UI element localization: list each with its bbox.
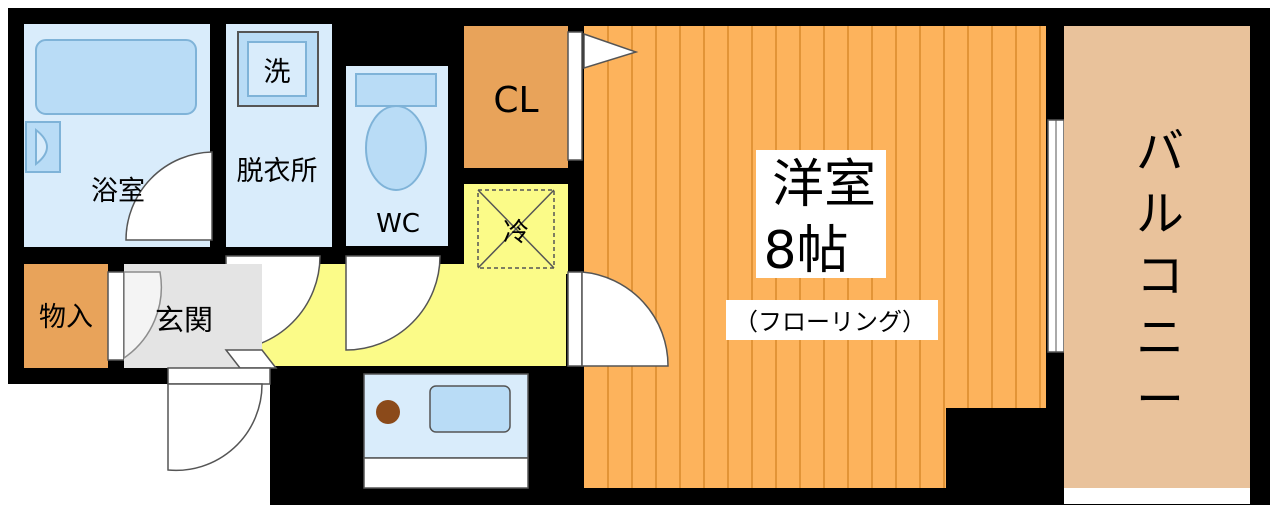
bath-drain xyxy=(35,127,48,167)
dressing-label: 脱衣所 xyxy=(237,156,318,187)
storage-label: 物入 xyxy=(39,302,93,333)
bath-door-swing xyxy=(125,151,213,241)
room-title-box xyxy=(756,150,886,278)
room-door-swing xyxy=(581,271,669,367)
bathtub xyxy=(35,39,197,115)
western-room-label: 洋室 xyxy=(772,155,876,215)
toilet-bowl xyxy=(365,105,427,191)
entrance-step xyxy=(224,349,278,369)
bath-label: 浴室 xyxy=(91,176,145,207)
kitchen-sink xyxy=(429,385,511,433)
entrance-label: 玄関 xyxy=(155,303,213,337)
storage-closet xyxy=(24,264,108,368)
storage-door xyxy=(107,271,125,361)
front-door-frame xyxy=(167,367,271,385)
kitchen-base xyxy=(363,457,529,489)
flooring-label-box xyxy=(726,300,938,340)
closet-door-swing xyxy=(583,32,639,70)
western-room-lower-floor xyxy=(584,408,946,488)
front-door-swing xyxy=(167,383,263,472)
stove-burner xyxy=(376,400,400,424)
flooring-label: （フローリング） xyxy=(734,308,926,336)
toilet-tank xyxy=(355,73,437,107)
washer-label: 洗 xyxy=(264,57,291,88)
fridge-label: 冷 xyxy=(503,218,529,248)
wc-door-swing xyxy=(345,255,441,351)
balcony-label: バルコニー xyxy=(1136,124,1184,428)
fridge-cross-b xyxy=(477,189,555,269)
closet-label: CL xyxy=(493,80,538,121)
western-size-label: 8帖 xyxy=(763,221,848,281)
balcony xyxy=(1064,26,1250,488)
washer-drum xyxy=(247,41,307,97)
closet xyxy=(464,26,568,168)
storage-door-swing xyxy=(123,271,163,360)
balcony-rail xyxy=(1064,488,1250,504)
closet-door xyxy=(567,31,583,161)
room-door-frame xyxy=(567,271,583,367)
wc-label: WC xyxy=(376,209,420,239)
